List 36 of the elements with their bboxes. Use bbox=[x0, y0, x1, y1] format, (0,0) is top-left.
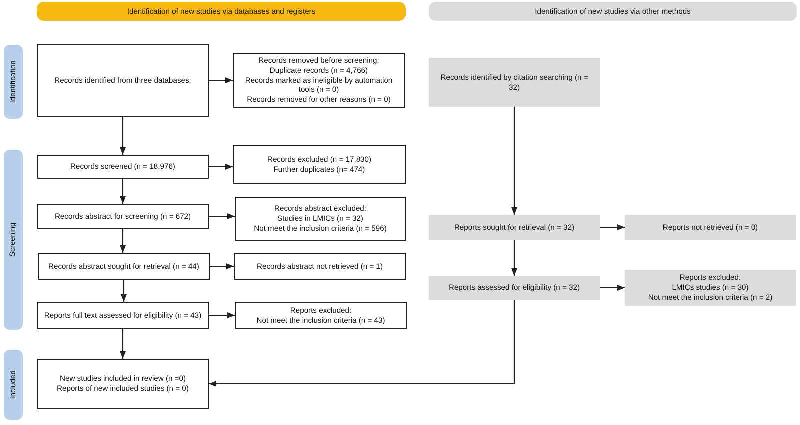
arrow bbox=[209, 77, 233, 84]
process-box bbox=[235, 302, 407, 329]
process-box bbox=[429, 276, 600, 300]
phase-label bbox=[4, 45, 23, 119]
process-box bbox=[429, 215, 600, 240]
arrow bbox=[210, 263, 234, 270]
arrow bbox=[120, 280, 128, 302]
section-header bbox=[429, 2, 797, 21]
arrow bbox=[511, 240, 518, 276]
section-header bbox=[37, 2, 406, 21]
arrow bbox=[120, 179, 126, 204]
arrow bbox=[209, 164, 233, 170]
arrow bbox=[120, 329, 126, 359]
arrow bbox=[600, 284, 625, 292]
process-box bbox=[233, 145, 406, 184]
process-box bbox=[234, 253, 406, 280]
process-box bbox=[625, 215, 796, 240]
process-box bbox=[625, 270, 796, 306]
process-box bbox=[37, 155, 209, 179]
arrow bbox=[120, 117, 126, 155]
phase-label bbox=[4, 350, 23, 420]
process-box bbox=[37, 359, 209, 409]
arrow bbox=[209, 300, 516, 388]
process-box bbox=[233, 53, 405, 108]
process-box bbox=[235, 197, 406, 241]
arrow bbox=[209, 312, 235, 319]
arrow bbox=[511, 107, 518, 215]
process-box bbox=[37, 44, 209, 117]
process-box bbox=[38, 253, 210, 280]
arrow bbox=[120, 229, 126, 253]
arrow bbox=[600, 224, 625, 231]
phase-label bbox=[4, 150, 23, 330]
arrow bbox=[209, 213, 235, 220]
process-box bbox=[37, 204, 209, 229]
process-box bbox=[429, 58, 600, 107]
process-box bbox=[37, 302, 209, 329]
